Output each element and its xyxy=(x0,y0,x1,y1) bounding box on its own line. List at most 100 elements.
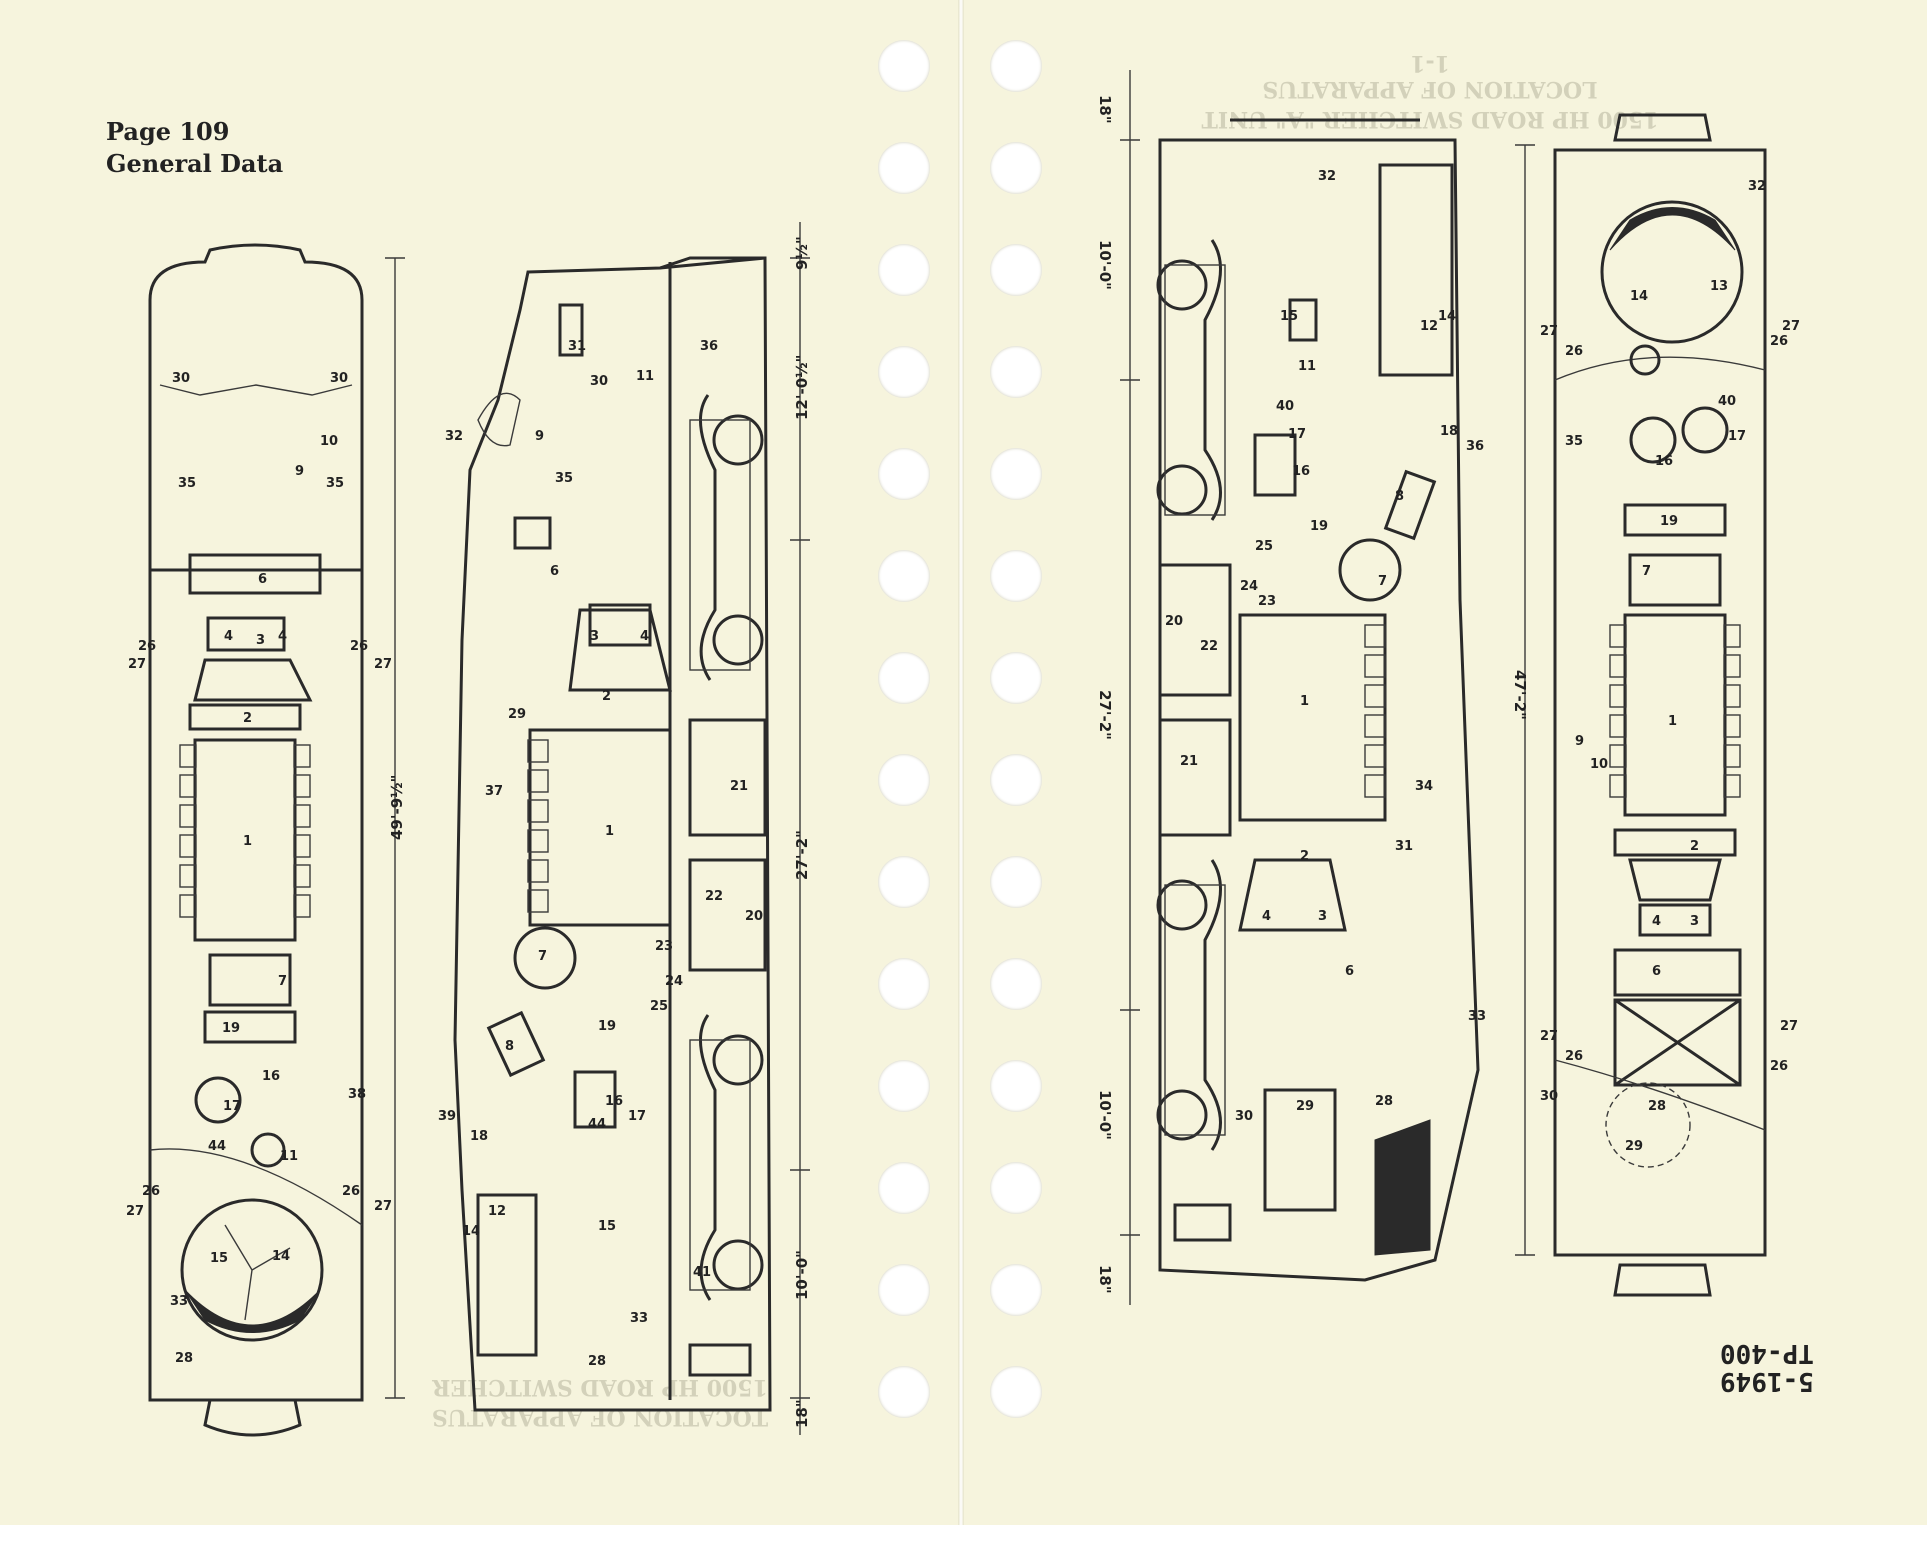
binder-hole xyxy=(990,1060,1042,1112)
label: 40 xyxy=(1276,399,1294,414)
overall-length-dimension: 49'-9½" xyxy=(388,775,406,840)
label: 30 xyxy=(1540,1089,1558,1104)
left-top-view-drawing xyxy=(148,243,364,1437)
label: 25 xyxy=(650,999,668,1014)
label: 26 xyxy=(138,639,156,654)
left-top-overall-dimension: 49'-9½" xyxy=(385,257,406,1399)
right-top-view-drawing xyxy=(1553,113,1767,1297)
label: 24 xyxy=(1240,579,1258,594)
label: 35 xyxy=(326,476,344,491)
left-side-generator xyxy=(568,608,672,692)
left-side-unit-22-20 xyxy=(688,858,767,972)
label: 1 xyxy=(605,824,614,839)
label: 44 xyxy=(588,1117,606,1132)
right-top-unit-3-4 xyxy=(1638,903,1712,937)
label: 4 xyxy=(1652,914,1661,929)
label: 31 xyxy=(568,339,586,354)
binder-hole xyxy=(990,40,1042,92)
binder-hole xyxy=(990,1162,1042,1214)
label: 16 xyxy=(1292,464,1310,479)
label: 17 xyxy=(628,1109,646,1124)
label: 30 xyxy=(330,371,348,386)
label: 25 xyxy=(1255,539,1273,554)
label: 1 xyxy=(1668,714,1677,729)
label: 9 xyxy=(295,464,304,479)
right-bleed-line3: 1-1 xyxy=(1410,50,1450,76)
right-top-unit-17 xyxy=(1681,406,1729,454)
label: 28 xyxy=(1375,1094,1393,1109)
label: 15 xyxy=(210,1251,228,1266)
left-side-carbody xyxy=(453,256,772,1412)
label: 6 xyxy=(1652,964,1661,979)
right-side-shaded-area xyxy=(1374,1119,1431,1256)
left-side-rear-truck xyxy=(689,1014,764,1301)
label: 21 xyxy=(1180,754,1198,769)
right-side-dimensions: 18" 10'-0" 27'-2" 10'-0" 18" xyxy=(1096,70,1140,1305)
binder-hole xyxy=(990,1366,1042,1418)
right-rear-overhang: 10'-0" xyxy=(1096,1090,1114,1140)
right-bottom-offset: 18" xyxy=(1096,1265,1114,1294)
label: 44 xyxy=(208,1139,226,1154)
label: 19 xyxy=(1660,514,1678,529)
right-top-rear-cutaway-line xyxy=(1554,1059,1766,1131)
binder-hole xyxy=(990,652,1042,704)
right-side-unit-29 xyxy=(1263,1088,1337,1212)
label: 1 xyxy=(1300,694,1309,709)
binder-hole xyxy=(878,142,930,194)
right-side-unit-20-22 xyxy=(1158,563,1232,697)
right-top-unit-6 xyxy=(1613,948,1742,997)
label: 33 xyxy=(1468,1009,1486,1024)
left-side-radiator xyxy=(476,1193,538,1357)
left-top-unit-3-4 xyxy=(206,616,286,652)
binding-gutter xyxy=(958,0,964,1525)
left-side-control xyxy=(513,516,552,550)
left-side-unit-21 xyxy=(688,718,767,837)
binder-hole xyxy=(878,958,930,1010)
label: 15 xyxy=(598,1219,616,1234)
right-side-unit-8 xyxy=(1383,469,1437,541)
label: 6 xyxy=(550,564,559,579)
right-top-unit-small xyxy=(1629,344,1661,376)
right-side-cylinders xyxy=(1364,624,1386,798)
binder-hole xyxy=(990,958,1042,1010)
label: 22 xyxy=(705,889,723,904)
left-side-unit-8 xyxy=(486,1010,546,1078)
right-top-front-coupler xyxy=(1613,113,1712,142)
label: 13 xyxy=(1710,279,1728,294)
left-top-unit-17 xyxy=(194,1076,242,1124)
label: 16 xyxy=(605,1094,623,1109)
right-side-rear-coupler xyxy=(1173,1203,1232,1242)
label: 3 xyxy=(1318,909,1327,924)
label: 14 xyxy=(272,1249,290,1264)
binder-hole xyxy=(878,754,930,806)
binder-hole xyxy=(990,1264,1042,1316)
label: 2 xyxy=(1300,849,1309,864)
right-side-carbody xyxy=(1158,138,1480,1282)
left-top-cutaway-line xyxy=(149,1148,363,1226)
label: 30 xyxy=(1235,1109,1253,1124)
right-side-unit-21 xyxy=(1158,718,1232,837)
label: 30 xyxy=(590,374,608,389)
right-side-view-labels: 32 12 14 15 11 40 17 16 18 36 8 19 25 7 … xyxy=(1165,169,1486,1124)
label: 41 xyxy=(693,1265,711,1280)
label: 26 xyxy=(1565,1049,1583,1064)
right-side-unit-11 xyxy=(1288,298,1318,342)
label: 33 xyxy=(630,1311,648,1326)
left-bleed-through-text: TOCATION OF APPARATUS 1500 HP ROAD SWITC… xyxy=(431,1374,768,1430)
label: 29 xyxy=(1296,1099,1314,1114)
label: 27 xyxy=(374,657,392,672)
left-side-engine xyxy=(528,728,672,927)
label: 10 xyxy=(320,434,338,449)
binder-hole xyxy=(878,1162,930,1214)
label: 17 xyxy=(1728,429,1746,444)
label: 29 xyxy=(1625,1139,1643,1154)
label: 3 xyxy=(590,629,599,644)
label: 27 xyxy=(1780,1019,1798,1034)
binder-hole xyxy=(878,1264,930,1316)
left-top-unit-7 xyxy=(208,953,292,1007)
label: 35 xyxy=(178,476,196,491)
label: 14 xyxy=(1438,309,1456,324)
right-top-unit-7 xyxy=(1628,553,1722,607)
right-side-unit-16 xyxy=(1253,433,1297,497)
